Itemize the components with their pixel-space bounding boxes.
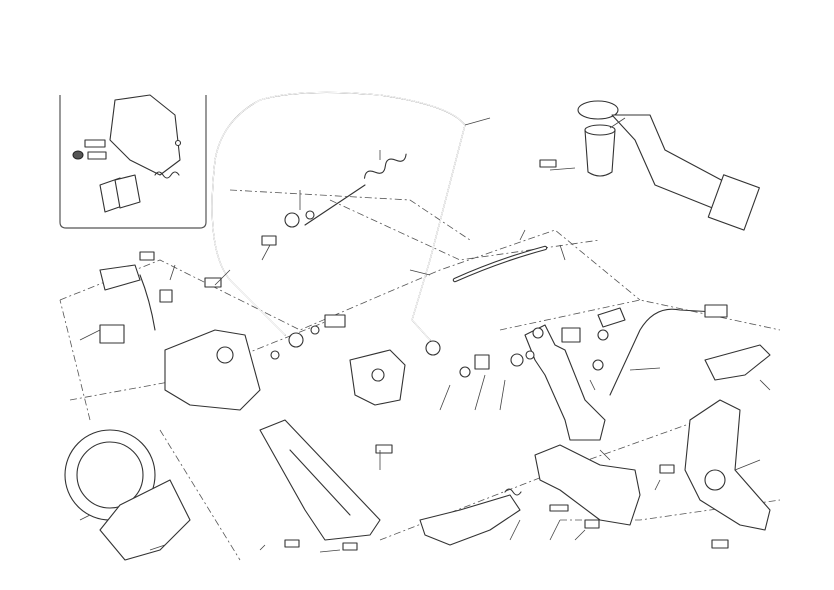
leader-lines: [79, 117, 771, 553]
brake-pad: [114, 174, 141, 209]
reservoir-hose: [452, 245, 548, 283]
speed-sensor: [99, 264, 141, 291]
caliper-ghost: [109, 94, 181, 176]
clip: [174, 139, 182, 147]
rear-master-cylinder: [349, 349, 406, 454]
pin: [549, 504, 569, 512]
bolt: [375, 444, 393, 454]
brake-fluid-reservoir: [539, 100, 760, 231]
caliper-kit-inset: [59, 94, 207, 229]
sensor-box: [707, 174, 760, 231]
brake-light-switch: [609, 304, 728, 396]
clip: [159, 289, 173, 303]
footpeg-bracket-right: [659, 344, 771, 549]
banjo-fittings: [270, 314, 490, 378]
bolt: [204, 277, 222, 288]
brake-pedal: [510, 307, 626, 441]
pad-spring: [154, 171, 180, 179]
footpeg: [419, 494, 521, 546]
bolt: [139, 251, 155, 261]
connector: [99, 324, 125, 344]
bleed-screw: [84, 139, 106, 148]
bleed-valve: [87, 151, 107, 160]
pedal-bracket: [704, 344, 771, 381]
bushing: [561, 327, 581, 343]
brake-hose: [211, 91, 466, 341]
bleed-cap: [72, 150, 84, 160]
pivot-bolt: [597, 307, 626, 328]
bolt: [584, 519, 600, 529]
bolt: [284, 539, 300, 548]
bolt: [711, 539, 729, 549]
spring-assembly: [261, 153, 407, 246]
footpeg-assembly: [419, 444, 641, 546]
caliper-bracket: [64, 429, 191, 561]
bolt: [539, 159, 557, 168]
rear-brake-caliper: [99, 251, 261, 411]
bolt: [659, 464, 675, 474]
bolt: [342, 542, 358, 551]
heel-guard: [259, 419, 381, 551]
bolt: [261, 235, 277, 246]
